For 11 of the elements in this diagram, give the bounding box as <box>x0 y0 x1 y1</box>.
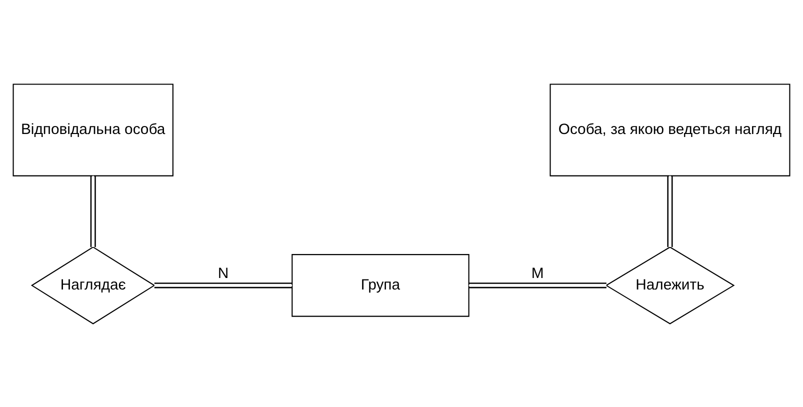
node-diamond: Належить <box>605 246 735 324</box>
node-box: Група <box>292 254 470 316</box>
connector <box>154 282 292 288</box>
connector <box>667 175 673 247</box>
connector <box>90 175 96 247</box>
edge-label: N <box>218 266 229 282</box>
connector <box>468 282 606 288</box>
node-box: Особа, за якою ведеться нагляд <box>550 83 790 176</box>
edge-label: M <box>531 266 544 282</box>
node-diamond: Наглядає <box>30 246 156 324</box>
node-box: Відповідальна особа <box>12 83 174 176</box>
